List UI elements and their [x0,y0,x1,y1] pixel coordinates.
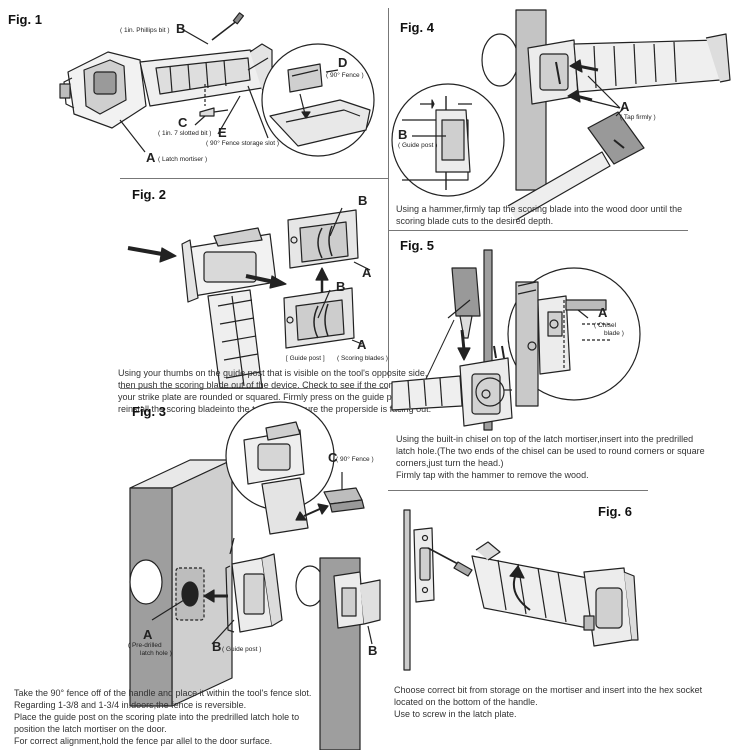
fig5-label-a-text2: blade ) [604,330,624,337]
fig3-label-b-text: ( Guide post ) [222,646,262,653]
fig2-caption-line: your strike plate are rounded or squared… [118,391,414,402]
fig3-label-b-letter: B [212,639,222,654]
fig5-caption-line: Firmly tap with the hammer to remove the… [396,469,589,480]
fig6-caption-line: Use to screw in the latch plate. [394,708,517,719]
fig2-label-a-top: A [362,265,372,280]
fig1-label-e-letter: E [218,125,227,140]
fig1-label-e-text: ( 90° Fence storage slot ) [206,140,280,147]
fig1-label-d-text: ( 90° Fence ) [326,72,364,79]
fig2-illustration [127,207,371,389]
fig4-label-a-text: ( Tap firmly ) [620,114,656,121]
divider-fig1-fig2 [120,178,388,179]
fig2-caption-line: then push the scoring blade out of the d… [118,379,420,390]
fig3-panel: Fig. 3 [0,388,467,750]
fig2-label-b-bottom: B [336,279,346,294]
fig3-label-c-text: ( 90° Fence ) [336,456,374,463]
fig4-label-b-letter: B [398,127,408,142]
fig5-label-a-text: ( Chisel [594,322,617,329]
fig2-label-guide-post: [ Guide post ] [286,355,325,362]
fig2-label-scoring-blades: ( Scoring blades ) [337,355,388,362]
fig2-caption-line: Using your thumbs on the guide post that… [118,368,428,378]
fig1-illustration [59,12,375,157]
fig1-title: Fig. 1 [8,12,42,27]
fig1-label-a-text: ( Latch mortiser ) [158,156,208,163]
fig5-panel: Fig. 5 [388,230,750,490]
fig4-illustration [391,9,731,221]
fig4-caption-line: Using a hammer,firmly tap the scoring bl… [396,204,683,214]
fig2-title: Fig. 2 [132,187,166,202]
fig6-panel: Fig. 6 [388,490,750,750]
fig4-caption-line: scoring blade cuts to the desired depth. [396,215,554,226]
divider-fig4-fig5 [388,230,688,231]
fig3-caption-line: Place the guide post on the scoring plat… [14,711,300,722]
fig3-label-c-letter: C [328,450,338,465]
fig3-label-b-right: B [368,643,378,658]
fig4-panel: Fig. 4 [388,0,750,230]
fig5-caption-line: corners,just turn the head.) [396,457,504,468]
fig5-title: Fig. 5 [400,238,434,253]
fig3-illustration [129,401,467,750]
fig3-label-a-text: ( Pre-drilled [128,642,162,649]
fig6-caption: Choose correct bit from storage on the m… [394,685,702,721]
fig1-label-b-letter: B [176,21,186,36]
fig6-caption-line: located on the bottom of the handle. [394,696,538,707]
divider-fig5-fig6 [388,490,648,491]
fig6-caption-line: Choose correct bit from storage on the m… [394,685,703,695]
fig4-title: Fig. 4 [400,20,434,35]
fig4-label-b-text: ( Guide post ) [398,142,438,149]
vertical-divider [388,8,389,378]
fig1-label-d-letter: D [338,55,348,70]
fig2-label-a-bottom: A [357,337,367,352]
fig5-illustration [391,249,641,431]
fig3-caption-line: For correct alignment,hold the fence par… [14,735,273,746]
fig2-panel: Fig. 2 [0,178,431,414]
fig3-caption-line: position the latch mortiser on the door. [14,723,167,734]
fig3-label-a-letter: A [143,627,153,642]
fig3-caption-line: Regarding 1-3/8 and 1-3/4 in.doors,the f… [14,699,247,710]
fig1-label-c-letter: C [178,115,188,130]
fig1-panel: Fig. 1 [0,0,388,178]
fig3-label-a-text2: latch hole ) [140,650,172,657]
fig5-caption-line: latch hole.(The two ends of the chisel c… [396,445,705,456]
fig2-label-b-top: B [358,193,368,208]
fig3-caption: Take the 90° fence off of the handle and… [14,688,311,747]
fig5-caption-line: Using the built-in chisel on top of the … [396,434,694,444]
fig1-label-a-letter: A [146,150,156,165]
fig1-label-c-text: ( 1in. 7 slotted bit ) [158,130,212,137]
fig5-label-a-letter: A [598,305,608,320]
fig5-caption: Using the built-in chisel on top of the … [396,434,705,482]
fig3-title: Fig. 3 [132,404,166,419]
fig4-caption: Using a hammer,firmly tap the scoring bl… [396,204,682,228]
fig6-illustration [403,509,639,671]
fig6-title: Fig. 6 [598,504,632,519]
fig3-caption-line: Take the 90° fence off of the handle and… [14,688,312,698]
fig4-label-a-letter: A [620,99,630,114]
fig1-label-b-text: ( 1in. Phillips bit ) [120,27,170,34]
